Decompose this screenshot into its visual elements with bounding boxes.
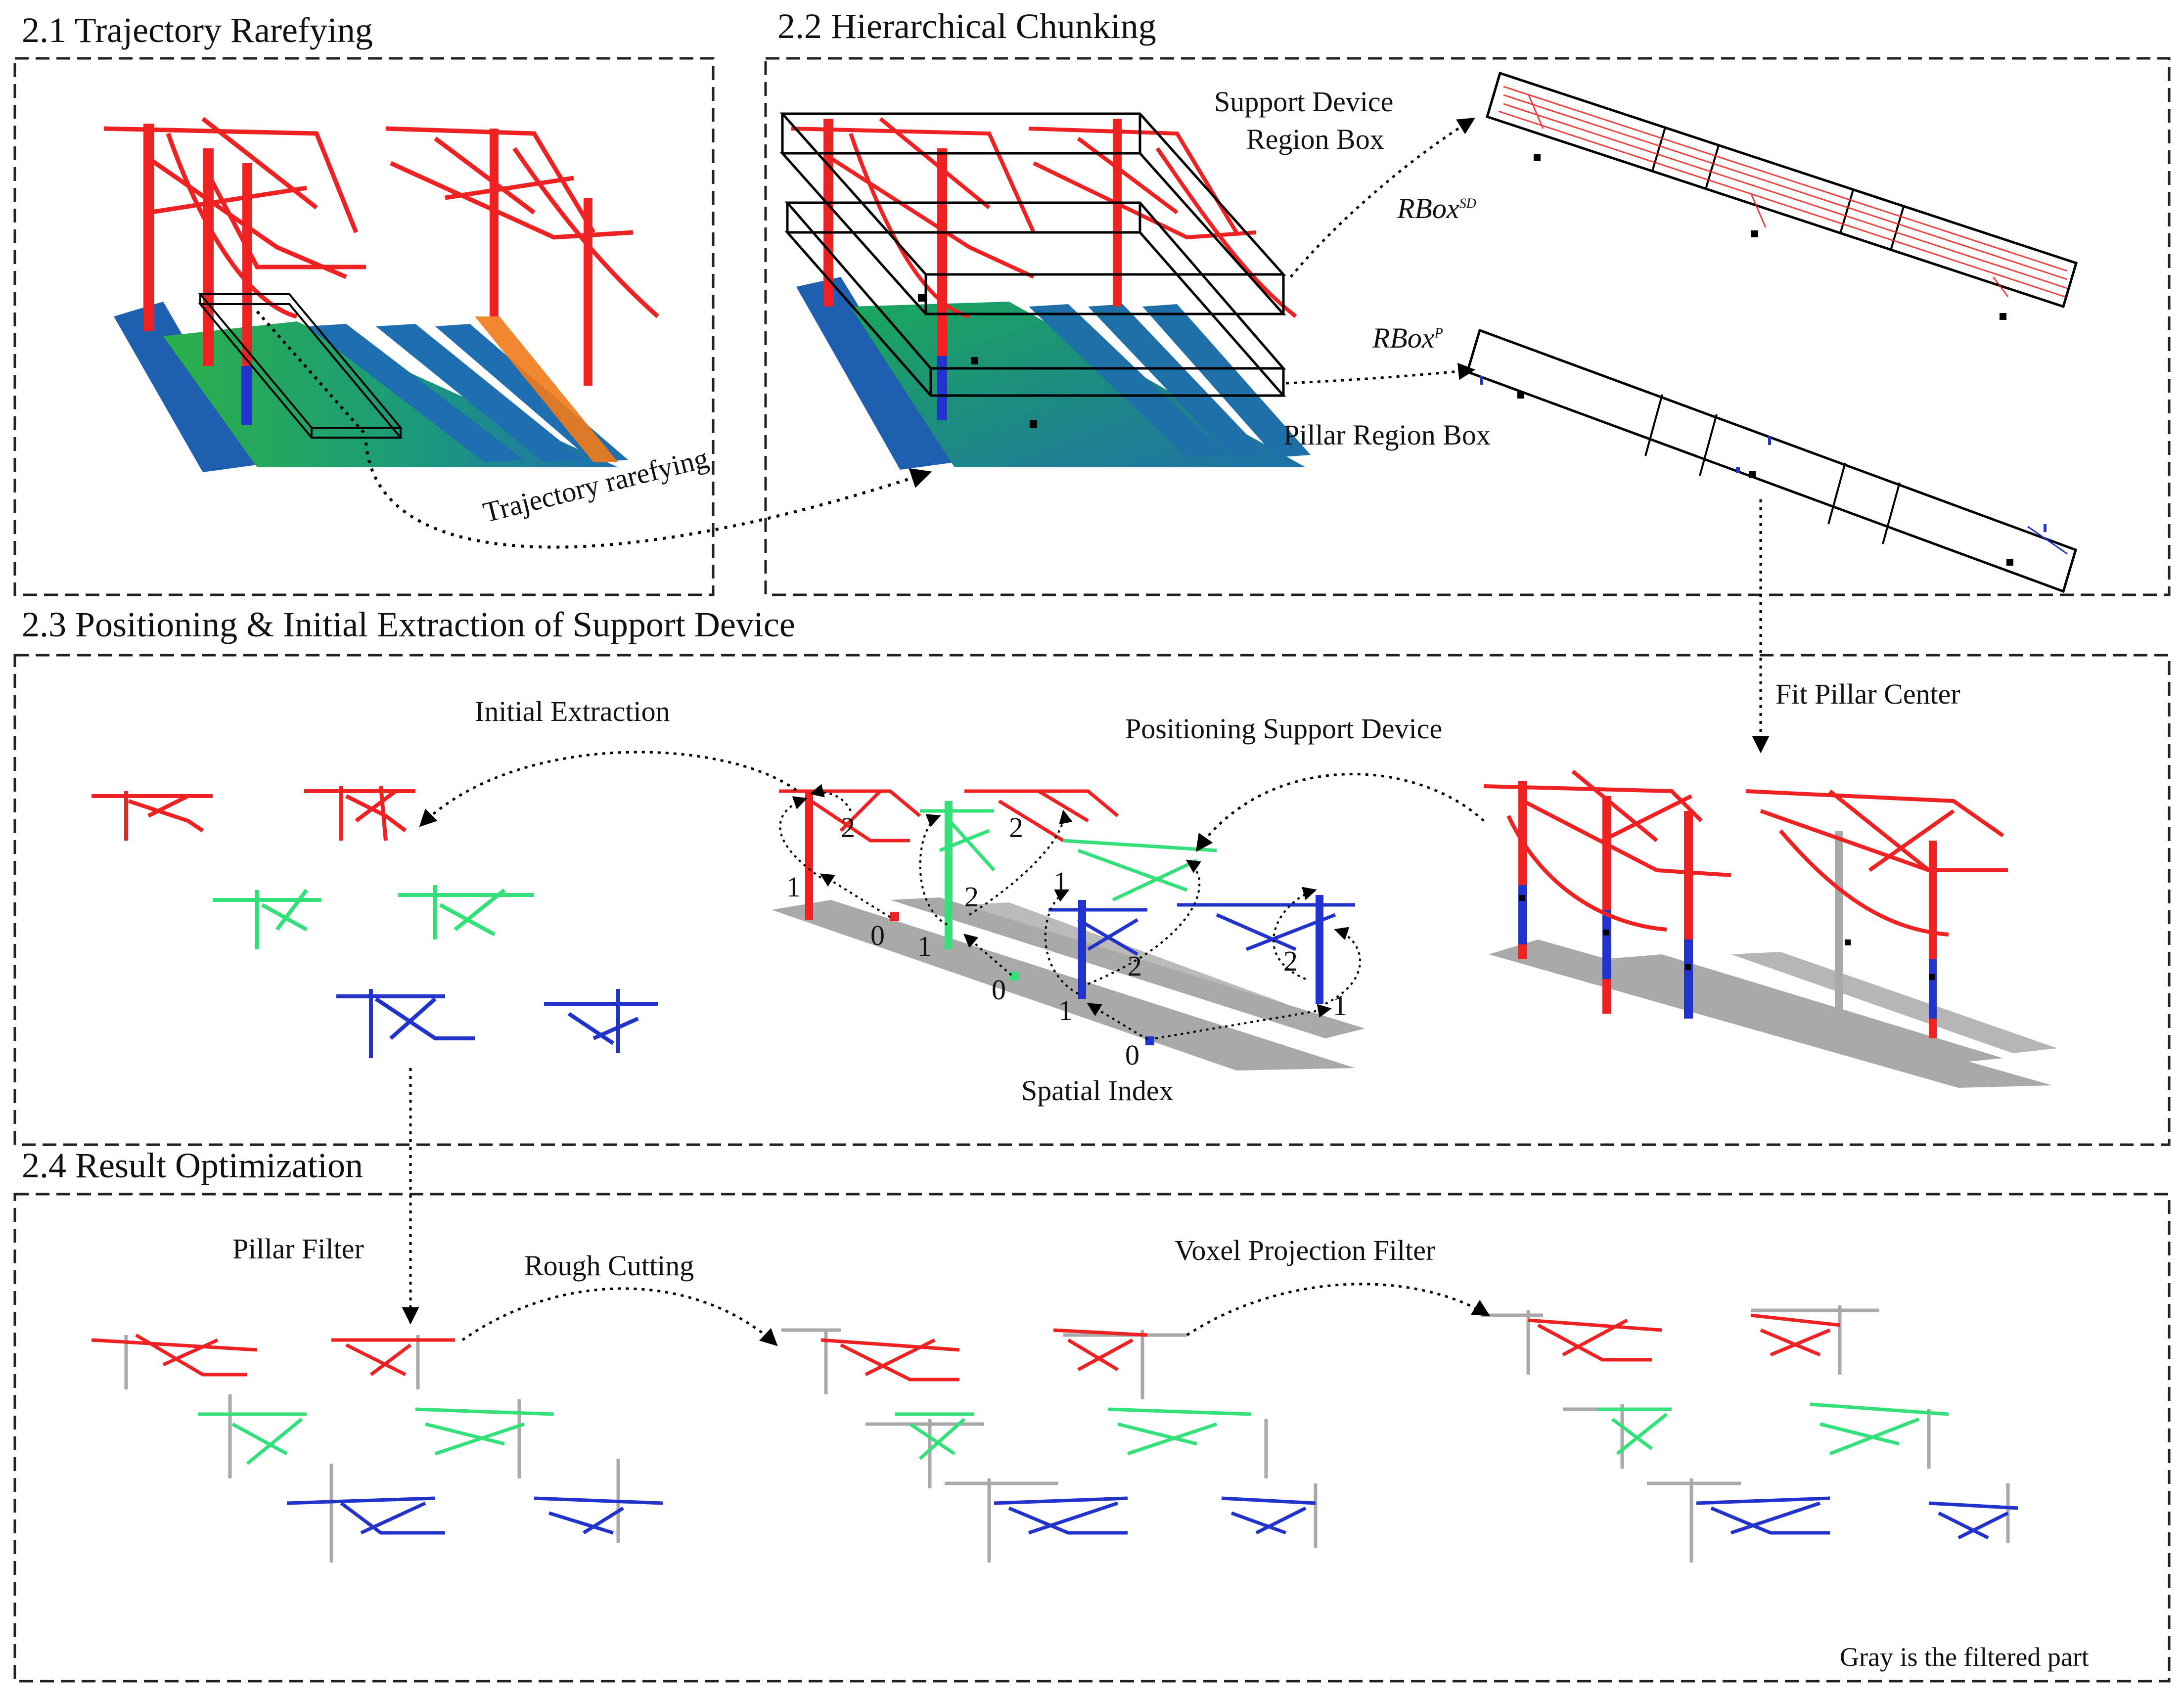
scene-2-4-voxel-filter [1481, 1305, 2018, 1563]
section-title-2-2: 2.2 Hierarchical Chunking [777, 6, 1156, 46]
section-title-2-3: 2.3 Positioning & Initial Extraction of … [22, 605, 795, 644]
index-number: 1 [786, 871, 801, 903]
rbox-p-strip [1465, 328, 2078, 593]
index-number: 0 [992, 974, 1006, 1006]
index-number: 2 [841, 811, 855, 844]
section-2-2-box [764, 57, 2171, 596]
label-support-device: Support Device [1214, 86, 1394, 118]
label-rbox-p-sup: P [1434, 325, 1443, 341]
index-number: 2 [1128, 950, 1142, 982]
arrow-positioning-support-device [1195, 773, 1485, 852]
section-title-2-1: 2.1 Trajectory Rarefying [22, 10, 373, 50]
index-number: 2 [1009, 811, 1023, 844]
index-number: 1 [1333, 989, 1347, 1022]
scene-2-3-spatial-index [772, 784, 1365, 1071]
arrow-trajectory-rarefying [364, 442, 932, 549]
label-initial-extraction: Initial Extraction [475, 695, 670, 727]
scene-2-2-pointcloud [779, 112, 1311, 470]
index-number: 1 [1058, 994, 1073, 1027]
scene-2-3-initial-extraction [91, 786, 658, 1058]
index-number: 2 [964, 881, 979, 913]
label-positioning-support-device: Positioning Support Device [1125, 713, 1443, 745]
scene-2-4-pillar-filter [91, 1333, 663, 1563]
index-number: 1 [1053, 866, 1068, 898]
label-pillar-filter: Pillar Filter [232, 1233, 364, 1265]
arrow-to-rbox-p [1285, 362, 1476, 385]
index-number: 0 [870, 919, 885, 951]
label-region-box: Region Box [1246, 123, 1384, 155]
label-pillar-region-box: Pillar Region Box [1283, 419, 1491, 451]
note-gray-filtered: Gray is the filtered part [1840, 1642, 2089, 1672]
arrow-voxel-projection-filter [1186, 1283, 1491, 1337]
rbox-sd-strip [1485, 71, 2078, 320]
section-2-1-box [13, 57, 715, 596]
arrow-initial-extraction [419, 751, 797, 827]
arrow-to-rbox-sd [1290, 117, 1475, 278]
label-rbox-p: RBoxP [1372, 322, 1443, 354]
arrow-rough-cutting [461, 1287, 778, 1346]
label-voxel-projection-filter: Voxel Projection Filter [1175, 1234, 1436, 1266]
index-number: 1 [917, 930, 932, 962]
scene-2-1-pointcloud [103, 117, 659, 472]
scene-2-4-rough-cutting [781, 1328, 1318, 1563]
label-rbox-sd: RBoxSD [1397, 192, 1476, 224]
label-rough-cutting: Rough Cutting [524, 1250, 694, 1282]
label-spatial-index: Spatial Index [1021, 1074, 1174, 1107]
section-2-3-box [13, 654, 2171, 1146]
section-title-2-4: 2.4 Result Optimization [22, 1146, 363, 1185]
section-2-4-box [13, 1193, 2171, 1683]
label-rbox-sd-sup: SD [1459, 196, 1476, 212]
index-number: 0 [1125, 1039, 1139, 1071]
label-fit-pillar-center: Fit Pillar Center [1775, 678, 1960, 710]
scene-2-3-positioning [1483, 769, 2057, 1088]
index-number: 2 [1283, 945, 1298, 977]
